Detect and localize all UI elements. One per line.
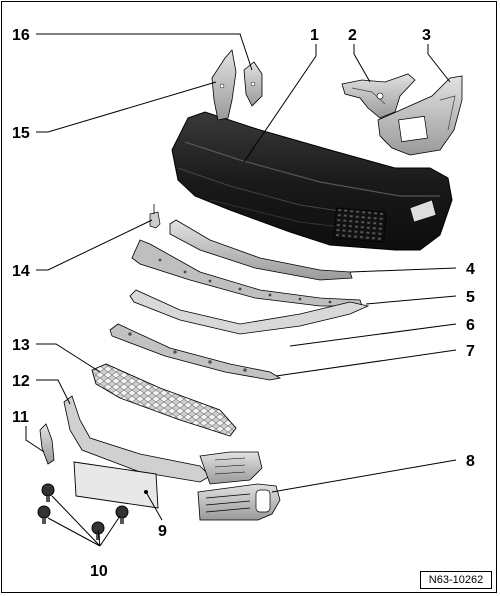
leader-3: [427, 44, 451, 83]
callout-1: 1: [310, 27, 319, 44]
leader-15: [36, 81, 217, 133]
part-12-lower-bar: [63, 395, 263, 485]
part-14-clip: [149, 204, 161, 229]
leader-13: [36, 343, 101, 373]
callout-11: 11: [12, 409, 29, 426]
part-6-7-lower-trim: [109, 323, 282, 381]
callout-4: 4: [466, 261, 475, 278]
callout-6: 6: [466, 317, 475, 334]
leader-6: [289, 323, 457, 347]
leader-11: [25, 426, 45, 453]
leader-14: [36, 219, 153, 271]
part-lower-trim-strip: [131, 239, 363, 307]
part-5-trim-strip: [129, 289, 370, 335]
leader-16: [36, 33, 253, 71]
callout-16: 16: [12, 27, 30, 44]
clip-10a: [41, 483, 55, 502]
part-2-bracket: [341, 73, 416, 119]
callout-14: 14: [12, 263, 30, 280]
leader-10: [47, 495, 121, 547]
clip-10c: [91, 521, 105, 540]
leader-1: [243, 44, 317, 163]
leader-4: [349, 267, 457, 273]
callout-3: 3: [422, 27, 431, 44]
part-10-clips: [37, 483, 129, 540]
part-3-bracket: [377, 75, 463, 156]
callout-8: 8: [466, 453, 475, 470]
callout-12: 12: [12, 373, 30, 390]
leader-7: [275, 349, 457, 377]
callout-5: 5: [466, 289, 475, 306]
clip-10d: [115, 505, 129, 524]
part-4-spoiler-strip: [169, 219, 353, 281]
leader-12: [36, 379, 71, 405]
leader-8: [271, 459, 457, 493]
leader-lines: [25, 33, 457, 547]
leader-2: [353, 44, 371, 83]
leader-9: [145, 491, 163, 521]
part-8-side-grille: [197, 483, 281, 521]
part-11-small-trim: [39, 423, 55, 465]
part-15-16-side-brackets: [211, 49, 263, 121]
callout-15: 15: [12, 125, 30, 142]
callout-10: 10: [90, 563, 108, 580]
callout-13: 13: [12, 337, 30, 354]
callout-labels: 1 2 3 4 5 6 7 8 9 10 11 12 13 14 15 16: [12, 27, 475, 580]
leader-5: [365, 295, 457, 305]
callout-7: 7: [466, 343, 475, 360]
clip-10b: [37, 505, 51, 524]
callout-9: 9: [158, 523, 167, 540]
part-1-bumper-cover: [171, 111, 453, 251]
part-13-grille: [91, 363, 237, 437]
callout-2: 2: [348, 27, 357, 44]
reference-code: N63-10262: [420, 571, 492, 589]
